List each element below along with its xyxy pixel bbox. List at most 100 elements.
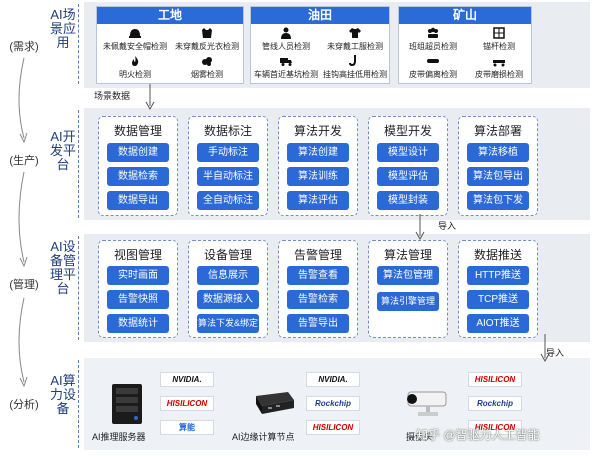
module-algorithm-management: 算法管理 算法包管理 算法引擎管理 [368,240,448,338]
layer-title-dev: AI开发平台 [50,129,77,172]
import-label-1: 导入 [438,221,457,231]
module-title: 数据推送 [473,248,522,262]
pill-button[interactable]: 数据统计 [107,314,169,333]
module-model-dev: 模型开发 模型设计 模型评估 模型封装 [368,116,448,216]
worker-icon [281,27,291,39]
module-title: 算法开发 [293,124,342,138]
pill-button[interactable]: 半自动标注 [197,167,259,186]
pill-button[interactable]: HTTP推送 [467,266,529,285]
hook-icon [349,55,356,67]
pill-button[interactable]: AIOT推送 [467,314,529,333]
flow-curve-2 [18,171,28,268]
module-title: 视图管理 [113,248,162,262]
brand-logo: Rockchip [306,396,360,411]
pill-button[interactable]: 算法包下发 [467,191,529,210]
device-label: 摄像头 [406,432,434,442]
scene-item: 未穿戴反光衣检测 [173,27,241,52]
module-title: 设备管理 [203,248,252,262]
scene-construction: 工地 未佩戴安全帽检测 未穿戴反光衣检测 明火检测 烟雾检测 [96,6,244,84]
pill-button[interactable]: 告警查看 [287,266,349,285]
module-data-labeling: 数据标注 手动标注 半自动标注 全自动标注 [188,116,268,216]
module-title: 算法管理 [383,248,432,262]
pill-button[interactable]: 数据导出 [107,191,169,210]
pill-button[interactable]: 算法创建 [287,143,349,162]
layer-title-device: AI设备管理平台 [50,239,77,296]
scene-item: 车辆首近基坑检测 [253,55,319,80]
module-view-management: 视图管理 实时画面 告警快照 数据统计 [98,240,178,338]
module-data-management: 数据管理 数据创建 数据检索 数据导出 [98,116,178,216]
scene-item: 班组超员检测 [401,27,465,52]
pill-button[interactable]: 信息展示 [197,266,259,285]
brand-logo: HISILICON [468,372,522,387]
import-arrow-2 [540,334,550,362]
scene-item: 明火检测 [101,55,169,80]
device-label: AI边缘计算节点 [232,432,295,442]
pill-button[interactable]: 算法评估 [287,191,349,210]
module-title: 数据标注 [203,124,252,138]
pill-button[interactable]: 数据源接入 [197,290,259,309]
group-icon [428,27,438,38]
pill-button[interactable]: 模型评估 [377,167,439,186]
device-label: AI推理服务器 [92,432,146,442]
pill-button[interactable]: 模型封装 [377,191,439,210]
scene-item: 皮带偏离检测 [401,55,465,80]
scene-item: 锚杆检测 [467,27,531,52]
brand-logo: HISILICON [306,420,360,435]
layer-title-scene: AI场景应用 [50,7,77,50]
brand-logo: Rockchip [468,396,522,411]
pill-button[interactable]: 数据检索 [107,167,169,186]
flow-curve-1 [18,57,28,144]
import-arrow-1 [415,214,425,240]
uniform-icon [349,28,361,38]
pill-button[interactable]: 数据创建 [107,143,169,162]
pill-button[interactable]: 实时画面 [107,266,169,285]
edge-node-icon [256,392,294,414]
stage-analysis: (分析) [9,399,39,411]
pill-button[interactable]: 告警导出 [287,314,349,333]
pill-button[interactable]: 手动标注 [197,143,259,162]
brand-logo: 算能 [160,420,214,435]
pill-button[interactable]: TCP推送 [467,290,529,309]
scene-item: 管线人员检测 [253,27,319,52]
scene-item: 烟雾检测 [173,55,241,80]
module-algorithm-deploy: 算法部署 算法移植 算法包导出 算法包下发 [458,116,538,216]
divider-device [78,236,79,340]
fire-icon [132,56,139,66]
scene-data-arrow [145,84,155,110]
import-label-2: 导入 [546,348,565,358]
pill-button[interactable]: 全自动标注 [197,191,259,210]
module-device-management: 设备管理 信息展示 数据源接入 算法下发&绑定 [188,240,268,338]
scene-title: 油田 [251,7,389,24]
stage-demand: (需求) [9,41,39,53]
pill-button[interactable]: 算法训练 [287,167,349,186]
scene-title: 工地 [97,7,243,24]
watermark: 知乎 @智驱力人工智能 [416,428,540,442]
conveyor-icon [493,60,505,67]
pill-button[interactable]: 告警快照 [107,290,169,309]
pill-button[interactable]: 算法包导出 [467,167,529,186]
brand-logo: HISILICON [160,396,214,411]
brand-logo: NVIDIA. [306,372,360,387]
pill-button[interactable]: 算法引擎管理 [377,292,439,311]
pill-button[interactable]: 算法下发&绑定 [197,314,259,333]
scene-item: 未佩戴安全帽检测 [101,27,169,52]
scene-item: 挂钩高挂低用检测 [321,55,389,80]
layer-title-compute: AI算力设备 [50,373,77,416]
scene-title: 矿山 [399,7,531,24]
pill-button[interactable]: 算法移植 [467,143,529,162]
belt-icon [427,59,439,63]
pill-button[interactable]: 模型设计 [377,143,439,162]
divider-scene [78,4,79,84]
scene-item: 未穿戴工服检测 [321,27,389,52]
divider-dev [78,110,79,218]
flow-curve-3 [18,297,28,388]
module-title: 算法部署 [473,124,522,138]
brand-logo: NVIDIA. [160,372,214,387]
pill-button[interactable]: 算法包管理 [377,266,439,285]
scene-item: 皮带磨损检测 [467,55,531,80]
pill-button[interactable]: 告警检索 [287,290,349,309]
scene-mine: 矿山 班组超员检测 锚杆检测 皮带偏离检测 皮带磨损检测 [398,6,532,84]
scene-oilfield: 油田 管线人员检测 未穿戴工服检测 车辆首近基坑检测 挂钩高挂低用检测 [250,6,390,84]
camera-icon [407,391,447,416]
server-icon [112,384,142,424]
